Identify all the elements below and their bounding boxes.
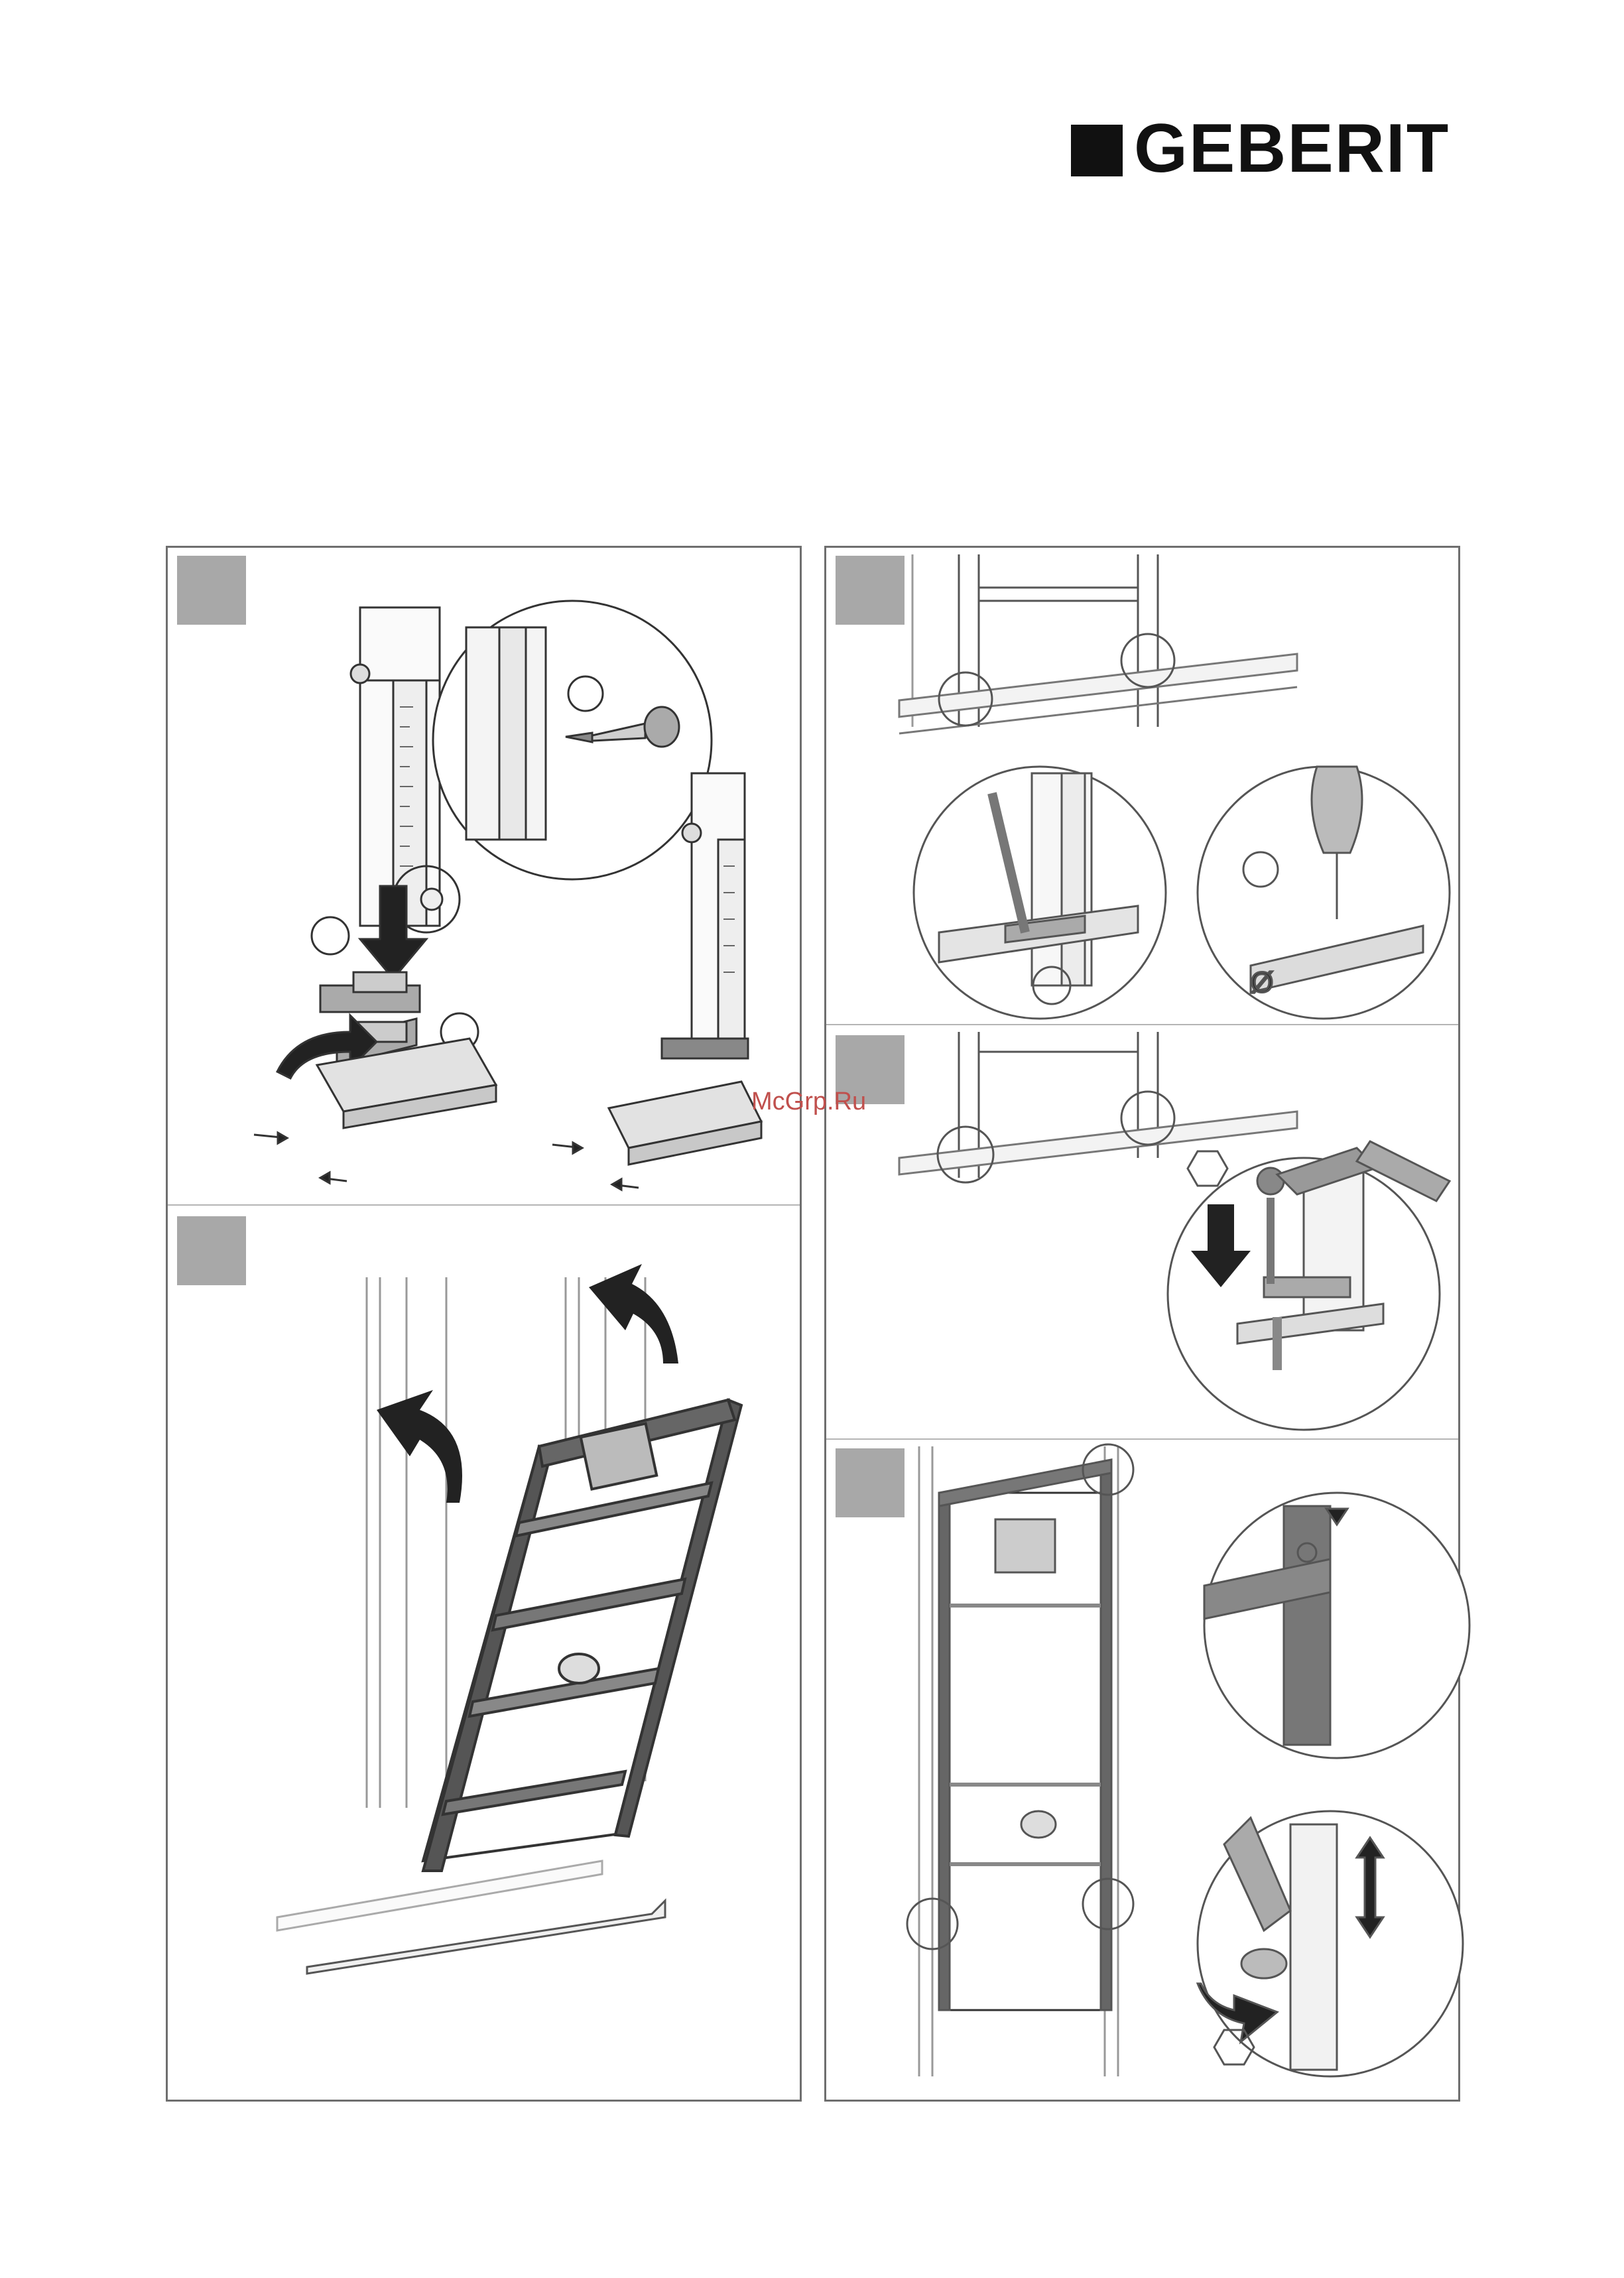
step-3-illustration: Ø — [826, 548, 1458, 1024]
left-panel-divider — [168, 1204, 800, 1206]
hex-nut-icon — [1188, 1151, 1227, 1186]
step-5-illustration — [826, 1440, 1458, 2100]
step-2-illustration — [168, 1211, 800, 2100]
step-1-illustration — [168, 548, 800, 1204]
geberit-logo: GEBERIT — [1071, 119, 1469, 179]
geberit-logo-square-icon — [1071, 125, 1123, 176]
watermark: McGrp.Ru — [751, 1088, 866, 1116]
right-panel: Ø — [824, 546, 1460, 2102]
brand-name: GEBERIT — [1134, 114, 1450, 183]
drill-diameter-symbol: Ø — [1251, 966, 1273, 999]
step-4-illustration — [826, 1025, 1458, 1440]
left-panel — [166, 546, 802, 2102]
